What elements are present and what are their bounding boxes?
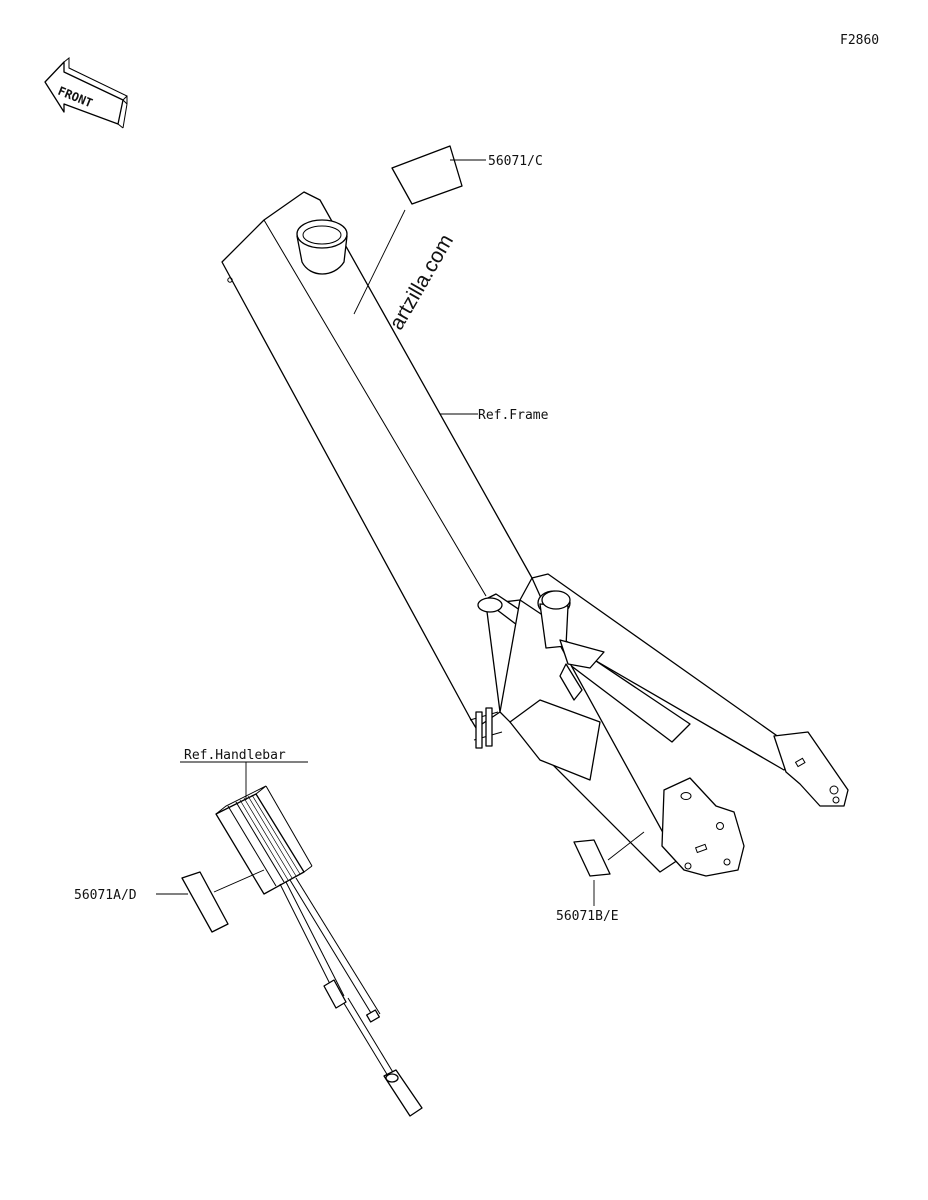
label-part-ad — [156, 869, 265, 933]
label-part-be — [573, 831, 645, 906]
handlebar-switch-ref — [215, 785, 423, 1117]
callout-label-be: 56071B/E — [556, 909, 619, 924]
callout-ref-frame: Ref.Frame — [478, 408, 549, 423]
frame-ref — [221, 191, 849, 877]
callout-ref-handlebar: Ref.Handlebar — [184, 748, 286, 763]
diagram-code: F2860 — [840, 33, 879, 48]
callout-label-c: 56071/C — [488, 154, 543, 169]
label-part-c — [353, 145, 486, 315]
callout-label-ad: 56071A/D — [74, 888, 137, 903]
front-arrow-icon: FRONT — [44, 56, 128, 129]
